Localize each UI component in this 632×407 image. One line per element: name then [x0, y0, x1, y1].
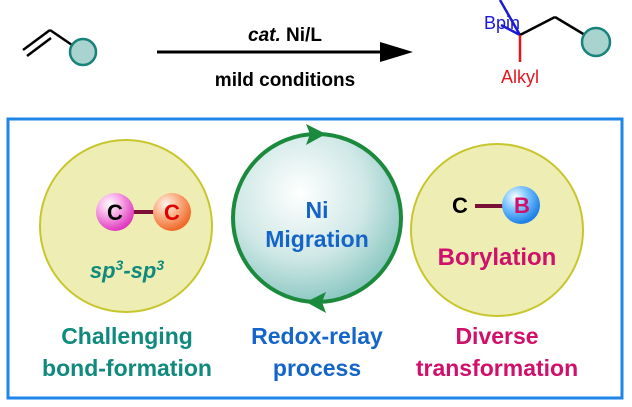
carbon-label-right: C [452, 193, 468, 218]
vinyl-double-bond-inner [26, 37, 52, 57]
carbon-atom-pink [96, 193, 134, 231]
carbon-label-2: C [164, 200, 180, 225]
borylation-label: Borylation [438, 244, 557, 271]
right-caption-line2: transformation [416, 355, 578, 381]
center-sphere [233, 134, 401, 302]
summary-frame [6, 117, 624, 400]
ni-label: Ni [306, 197, 329, 223]
sp3-sp3-label: sp3-sp3 [90, 257, 164, 283]
reagent-label: cat. Ni/L [248, 25, 322, 46]
vinyl-double-bond-outer [22, 28, 51, 52]
left-caption-line2: bond-formation [42, 355, 212, 381]
borylation-panel: C B Borylation [410, 143, 584, 317]
migration-label: Migration [265, 226, 369, 252]
reaction-arrow [157, 42, 413, 62]
arrow-head-icon [380, 42, 413, 62]
bpin-bond [498, 0, 522, 36]
substituent-sphere [68, 37, 98, 67]
center-caption-line2: process [273, 355, 361, 381]
center-caption-line1: Redox-relay [251, 323, 383, 349]
alkyl-label: Alkyl [501, 67, 539, 87]
product-substituent-sphere [580, 26, 612, 58]
sp3-sp3-panel: C C sp3-sp3 [39, 139, 213, 313]
carbon-atom-orange [153, 193, 191, 231]
vinyl-single-bond [49, 28, 73, 47]
left-caption-line1: Challenging [61, 323, 193, 349]
right-caption-line1: Diverse [455, 323, 538, 349]
cycle-arrow-top-icon [306, 124, 326, 145]
starting-material [22, 28, 98, 67]
cycle-arrow-bottom-icon [306, 292, 326, 313]
product: Bpin Alkyl [484, 0, 612, 87]
right-yellow-circle [410, 143, 584, 317]
backbone-bond-1 [519, 15, 556, 37]
ni-migration-panel: Ni Migration [231, 124, 403, 313]
backbone-bond-2 [554, 15, 586, 37]
conditions-label: mild conditions [215, 70, 355, 91]
boron-label: B [514, 193, 530, 218]
boron-atom-blue [502, 186, 540, 224]
carbon-label-1: C [107, 200, 123, 225]
bpin-label: Bpin [484, 13, 520, 33]
bpin-bond-line [500, 23, 521, 37]
